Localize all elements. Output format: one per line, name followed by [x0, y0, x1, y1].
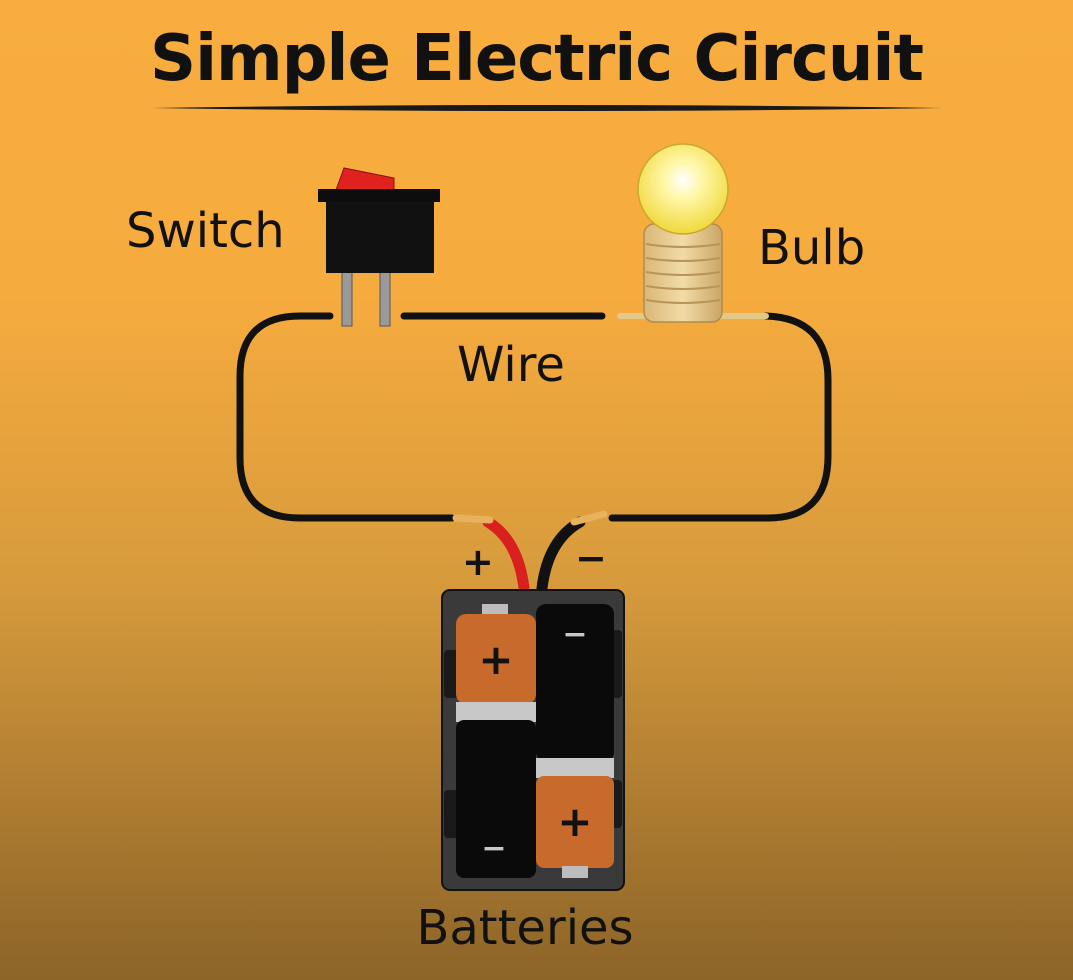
switch-icon	[318, 167, 440, 327]
negative-terminal-label: −	[575, 536, 607, 580]
wire-left	[236, 312, 456, 522]
bulb-label: Bulb	[758, 220, 866, 276]
batteries-label: Batteries	[416, 900, 634, 956]
positive-wire	[482, 516, 530, 594]
battery-right	[536, 604, 614, 878]
wire-label: Wire	[457, 337, 565, 393]
wire-loop	[236, 312, 832, 522]
wire-right	[608, 312, 832, 522]
battery-left-plus: +	[478, 635, 513, 684]
battery-right-minus: −	[562, 617, 587, 652]
switch-label: Switch	[126, 203, 285, 259]
positive-wire-tip	[452, 514, 494, 524]
battery-right-plus: +	[557, 797, 592, 846]
page-title: Simple Electric Circuit	[150, 22, 924, 96]
negative-wire	[536, 516, 586, 594]
positive-terminal-label: +	[462, 540, 494, 584]
title-underline	[152, 105, 942, 111]
battery-left-minus: −	[481, 831, 506, 866]
battery-left	[456, 604, 536, 878]
bulb-icon	[637, 143, 729, 323]
negative-wire-tip	[570, 510, 608, 526]
